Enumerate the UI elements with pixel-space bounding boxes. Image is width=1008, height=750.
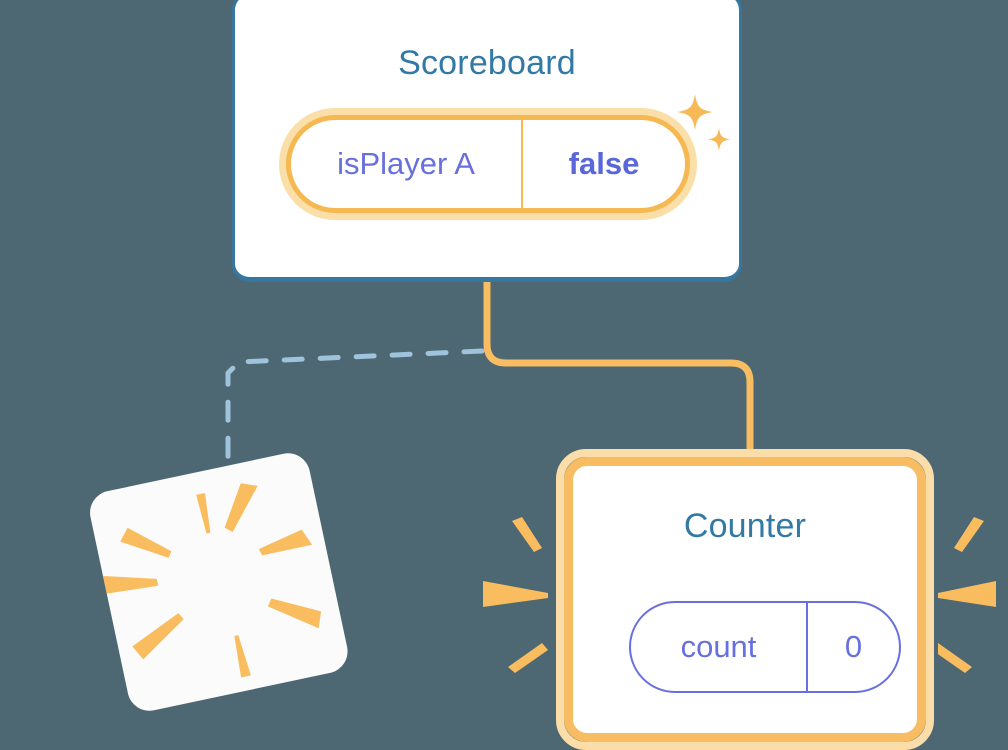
burst-ray-nw bbox=[120, 527, 172, 558]
counter-rays-right bbox=[938, 517, 996, 673]
counter-ray-right-top bbox=[954, 517, 984, 552]
solid-connector-path bbox=[483, 282, 754, 470]
burst-ray-se bbox=[267, 598, 322, 629]
counter-pill-value: 0 bbox=[844, 629, 863, 664]
counter-ray-right-bottom bbox=[938, 643, 972, 673]
burst-ray-s bbox=[234, 635, 251, 678]
sparkle-large-icon bbox=[677, 94, 713, 130]
counter-card-highlight-band: Counter count 0 bbox=[564, 457, 926, 742]
counter-pill-key: count bbox=[631, 603, 808, 691]
sparkle-group bbox=[677, 94, 731, 151]
counter-state-pill[interactable]: count 0 bbox=[629, 601, 901, 693]
scoreboard-card[interactable]: Scoreboard isPlayer A false bbox=[232, 0, 742, 282]
sparkle-small-icon bbox=[707, 128, 731, 151]
scoreboard-pill-body: isPlayer A false bbox=[286, 115, 690, 213]
counter-ray-left-bottom bbox=[508, 643, 548, 673]
burst-ray-w bbox=[103, 575, 159, 594]
scoreboard-state-pill[interactable]: isPlayer A false bbox=[279, 108, 697, 220]
counter-card[interactable]: Counter count 0 bbox=[556, 449, 934, 750]
burst-ray-group bbox=[103, 483, 322, 678]
burst-ray-n bbox=[196, 492, 211, 534]
burst-ray-e bbox=[258, 529, 313, 556]
counter-ray-right-middle bbox=[938, 581, 996, 607]
scoreboard-pill-value: false bbox=[568, 146, 640, 181]
counter-rays-left bbox=[483, 517, 548, 673]
burst-ray-ne bbox=[224, 483, 258, 533]
scoreboard-title: Scoreboard bbox=[398, 44, 576, 82]
burst-card[interactable] bbox=[85, 452, 353, 714]
scoreboard-pill-highlight-ring bbox=[279, 108, 697, 220]
counter-title: Counter bbox=[683, 507, 807, 545]
scoreboard-pill-key: isPlayer A bbox=[291, 120, 523, 208]
burst-ray-sw bbox=[132, 613, 184, 660]
counter-ray-left-middle bbox=[483, 581, 548, 607]
counter-ray-left-top bbox=[512, 517, 542, 552]
